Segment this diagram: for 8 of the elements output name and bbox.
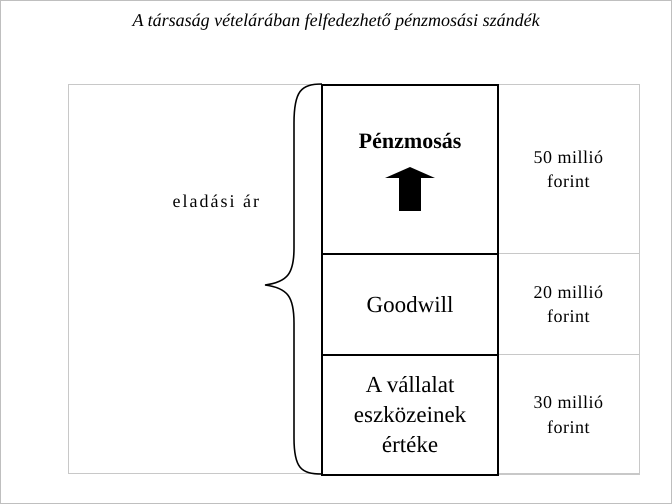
block-label: A vállalat eszközeinek értéke bbox=[352, 371, 468, 459]
value-block bbox=[321, 354, 499, 476]
block-label: Goodwill bbox=[366, 290, 454, 319]
title: A társaság vételárában felfedezhető pénzmosási szándék bbox=[130, 10, 541, 31]
block-label: Pénzmosás bbox=[358, 127, 462, 156]
bracket-label: eladási ár bbox=[172, 191, 261, 212]
value-block bbox=[321, 253, 499, 356]
value-block bbox=[321, 84, 499, 255]
